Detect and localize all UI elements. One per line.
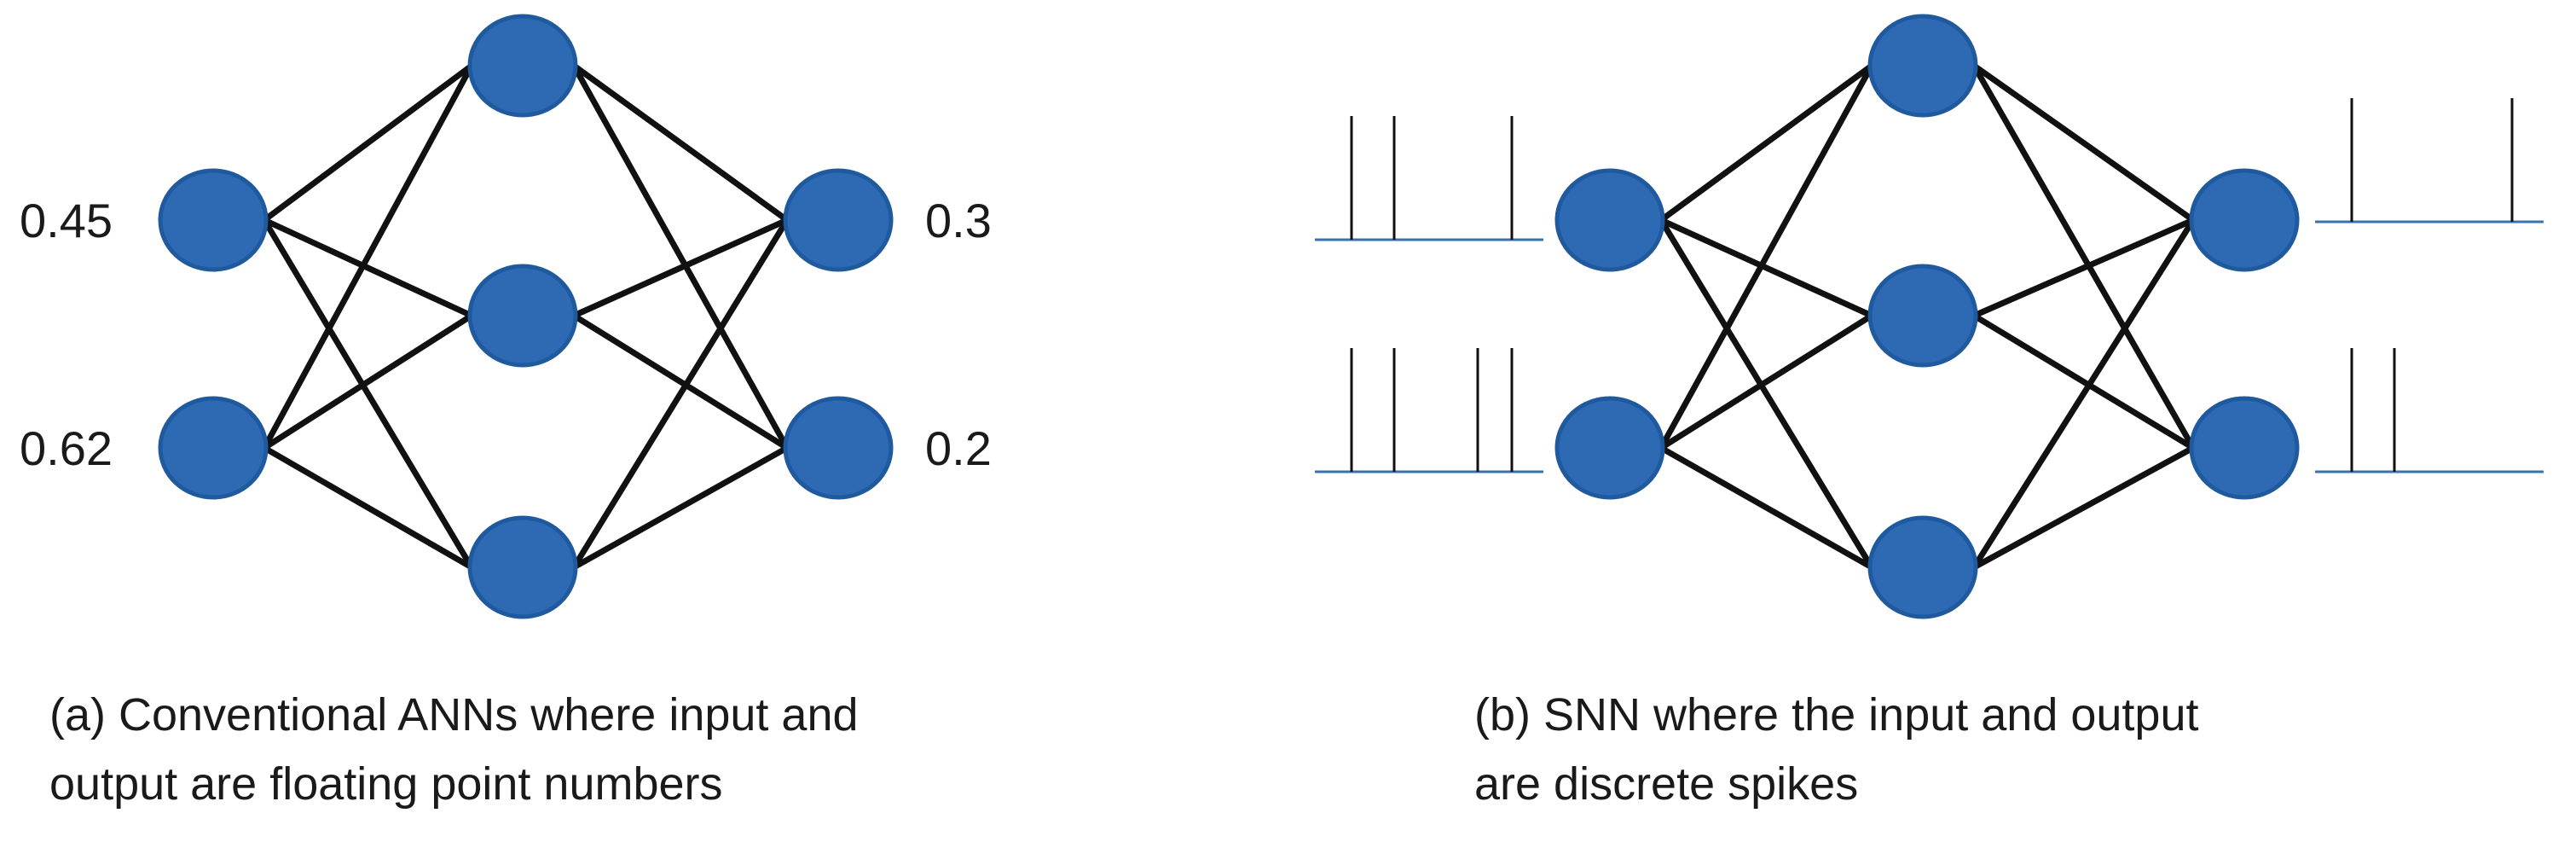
ann-edge (263, 217, 473, 319)
snn-edge (1971, 218, 2196, 569)
caption-a-line2: output are floating point numbers (49, 758, 723, 810)
ann-edge (263, 313, 473, 450)
snn-neuron-layer3 (2189, 396, 2300, 500)
ann-edge (571, 63, 790, 223)
snn-neuron-layer1 (1554, 396, 1665, 500)
ann-edge (263, 444, 473, 571)
ann-edge (572, 444, 789, 571)
snn-edge (1659, 444, 1873, 571)
input-value-2: 0.62 (20, 421, 113, 475)
snn-edge (1658, 64, 1875, 450)
nodes (158, 14, 2300, 619)
ann-neuron-layer2 (467, 515, 578, 619)
ann-edge (571, 218, 790, 569)
snn-neuron-layer2 (1867, 14, 1978, 118)
ann-edge (572, 313, 789, 450)
ann-edge (572, 217, 789, 319)
snn-neuron-layer2 (1867, 515, 1978, 619)
snn-edge (1972, 217, 2195, 319)
output-value-1: 0.3 (925, 194, 992, 247)
snn-edge (1658, 218, 1874, 569)
ann-neuron-layer1 (158, 168, 269, 272)
output-value-2: 0.2 (925, 421, 992, 475)
snn-neuron-layer1 (1554, 168, 1665, 272)
ann-edge (262, 63, 474, 223)
ann-edge (261, 218, 475, 569)
snn-edge (1659, 217, 1873, 319)
snn-edge (1971, 63, 2196, 223)
caption-b-line1: (b) SNN where the input and output (1474, 689, 2199, 740)
caption-a-line1: (a) Conventional ANNs where input and (49, 689, 859, 740)
input-value-1: 0.45 (20, 194, 113, 247)
edges (261, 63, 2197, 571)
snn-edge (1659, 313, 1873, 450)
snn-edge (1971, 64, 2197, 450)
snn-neuron-layer3 (2189, 168, 2300, 272)
caption-b-line2: are discrete spikes (1474, 758, 1858, 810)
ann-neuron-layer3 (783, 396, 894, 500)
snn-edge (1658, 63, 1874, 223)
ann-edge (261, 64, 475, 450)
snn-neuron-layer2 (1867, 264, 1978, 368)
ann-neuron-layer1 (158, 396, 269, 500)
snn-edge (1972, 313, 2195, 450)
ann-neuron-layer3 (783, 168, 894, 272)
ann-neuron-layer2 (467, 264, 578, 368)
ann-neuron-layer2 (467, 14, 578, 118)
ann-edge (570, 64, 790, 450)
spike-trains (1315, 98, 2544, 473)
snn-edge (1972, 444, 2195, 571)
